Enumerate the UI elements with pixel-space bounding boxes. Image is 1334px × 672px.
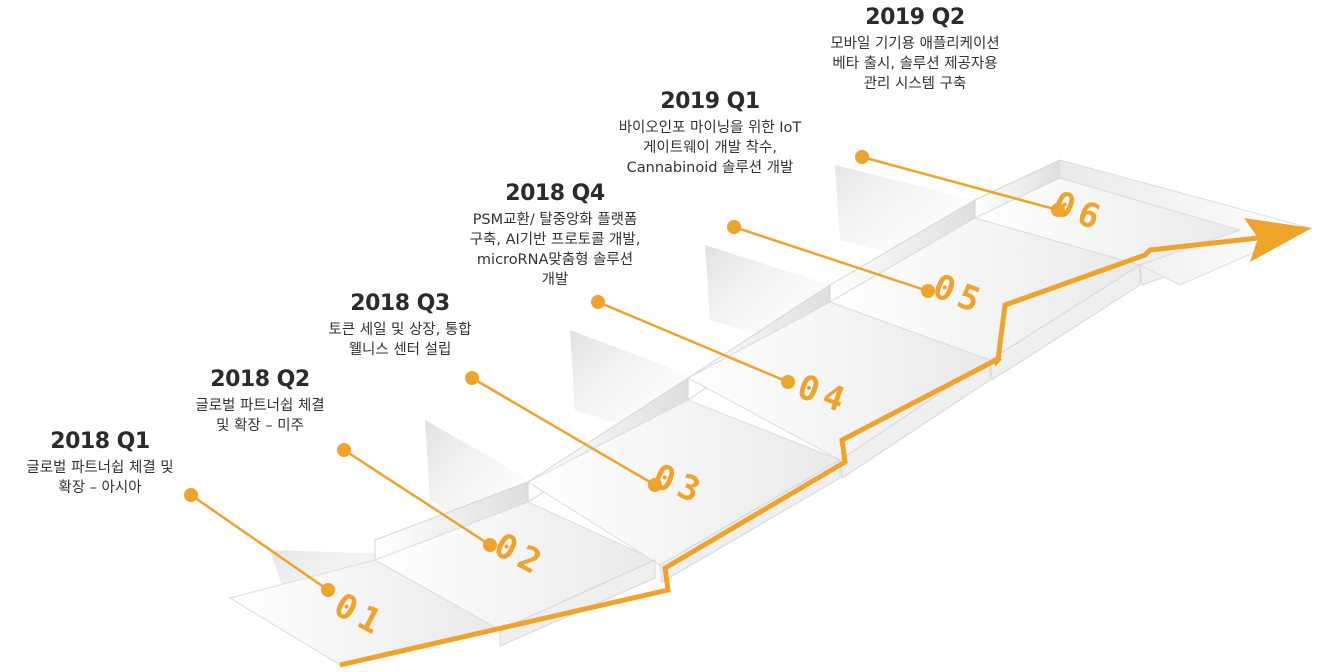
leader-dot-06-end <box>1051 203 1065 217</box>
leader-dot-01-end <box>321 583 335 597</box>
milestone-description: 모바일 기기용 애플리케이션 베타 출시, 솔루션 제공자용 관리 시스템 구축 <box>790 34 1040 94</box>
milestone-title: 2018 Q3 <box>350 291 450 316</box>
milestone-2018-q4: 2018 Q4 PSM교환/ 탈중앙화 플랫폼 구축, AI기반 프로토콜 개발… <box>440 180 670 290</box>
leader-line-04 <box>597 300 789 384</box>
leader-dot-03-start <box>465 371 479 385</box>
milestone-title: 2019 Q2 <box>865 5 965 30</box>
leader-dot-06-start <box>855 150 869 164</box>
leader-line-02 <box>343 448 491 547</box>
milestone-line: microRNA맞춤형 솔루션 <box>476 252 634 268</box>
milestone-line: 관리 시스템 구축 <box>863 76 967 92</box>
milestone-description: 글로벌 파트너쉽 체결 및 확장 – 미주 <box>160 396 360 436</box>
milestone-line: 게이트웨이 개발 착수, <box>643 140 777 156</box>
milestone-line: Cannabinoid 솔루션 개발 <box>626 160 794 176</box>
milestone-line: PSM교환/ 탈중앙화 플랫폼 <box>472 212 638 228</box>
milestone-line: 글로벌 파트너쉽 체결 <box>195 398 325 414</box>
milestone-2018-q3: 2018 Q3 토큰 세일 및 상장, 통합 웰니스 센터 설립 <box>295 290 505 360</box>
milestone-2018-q1: 2018 Q1 글로벌 파트너쉽 체결 및 확장 – 아시아 <box>0 428 200 498</box>
growth-arrow-line <box>339 235 1259 668</box>
leader-line-03 <box>471 376 656 487</box>
leader-lines <box>184 150 1065 597</box>
leader-dot-04-end <box>781 375 795 389</box>
leader-dot-01-start <box>184 488 198 502</box>
milestone-title: 2018 Q1 <box>50 429 150 454</box>
milestone-line: 개발 <box>541 272 569 288</box>
leader-dot-03-end <box>648 478 662 492</box>
milestone-title: 2018 Q2 <box>210 367 310 392</box>
leader-line-01 <box>190 493 329 592</box>
milestone-title: 2018 Q4 <box>505 181 605 206</box>
milestone-description: 토큰 세일 및 상장, 통합 웰니스 센터 설립 <box>295 320 505 360</box>
leader-dot-05-end <box>921 284 935 298</box>
milestone-title: 2019 Q1 <box>660 89 760 114</box>
milestone-description: 바이오인포 마이닝을 위한 IoT 게이트웨이 개발 착수, Cannabino… <box>580 118 840 178</box>
milestone-2018-q2: 2018 Q2 글로벌 파트너쉽 체결 및 확장 – 미주 <box>160 366 360 436</box>
milestone-line: 구축, AI기반 프로토콜 개발, <box>469 232 641 248</box>
leader-dot-02-start <box>337 443 351 457</box>
milestone-2019-q1: 2019 Q1 바이오인포 마이닝을 위한 IoT 게이트웨이 개발 착수, C… <box>580 88 840 178</box>
milestone-description: 글로벌 파트너쉽 체결 및 확장 – 아시아 <box>0 458 200 498</box>
milestone-line: 바이오인포 마이닝을 위한 IoT <box>618 120 802 136</box>
milestone-line: 베타 출시, 솔루션 제공자용 <box>832 56 998 72</box>
leader-line-05 <box>733 225 929 293</box>
growth-arrow-head <box>1244 218 1312 262</box>
milestone-line: 토큰 세일 및 상장, 통합 <box>328 322 472 338</box>
milestone-line: 확장 – 아시아 <box>58 480 142 496</box>
leader-dot-04-start <box>591 295 605 309</box>
leader-dot-05-start <box>727 220 741 234</box>
leader-line-06 <box>861 155 1059 212</box>
milestone-line: 웰니스 센터 설립 <box>348 342 452 358</box>
leader-dot-02-end <box>483 538 497 552</box>
milestone-2019-q2: 2019 Q2 모바일 기기용 애플리케이션 베타 출시, 솔루션 제공자용 관… <box>790 4 1040 94</box>
milestone-description: PSM교환/ 탈중앙화 플랫폼 구축, AI기반 프로토콜 개발, microR… <box>440 210 670 290</box>
milestone-line: 모바일 기기용 애플리케이션 <box>830 36 1000 52</box>
milestone-line: 글로벌 파트너쉽 체결 및 <box>26 460 174 476</box>
milestone-line: 및 확장 – 미주 <box>216 418 304 434</box>
